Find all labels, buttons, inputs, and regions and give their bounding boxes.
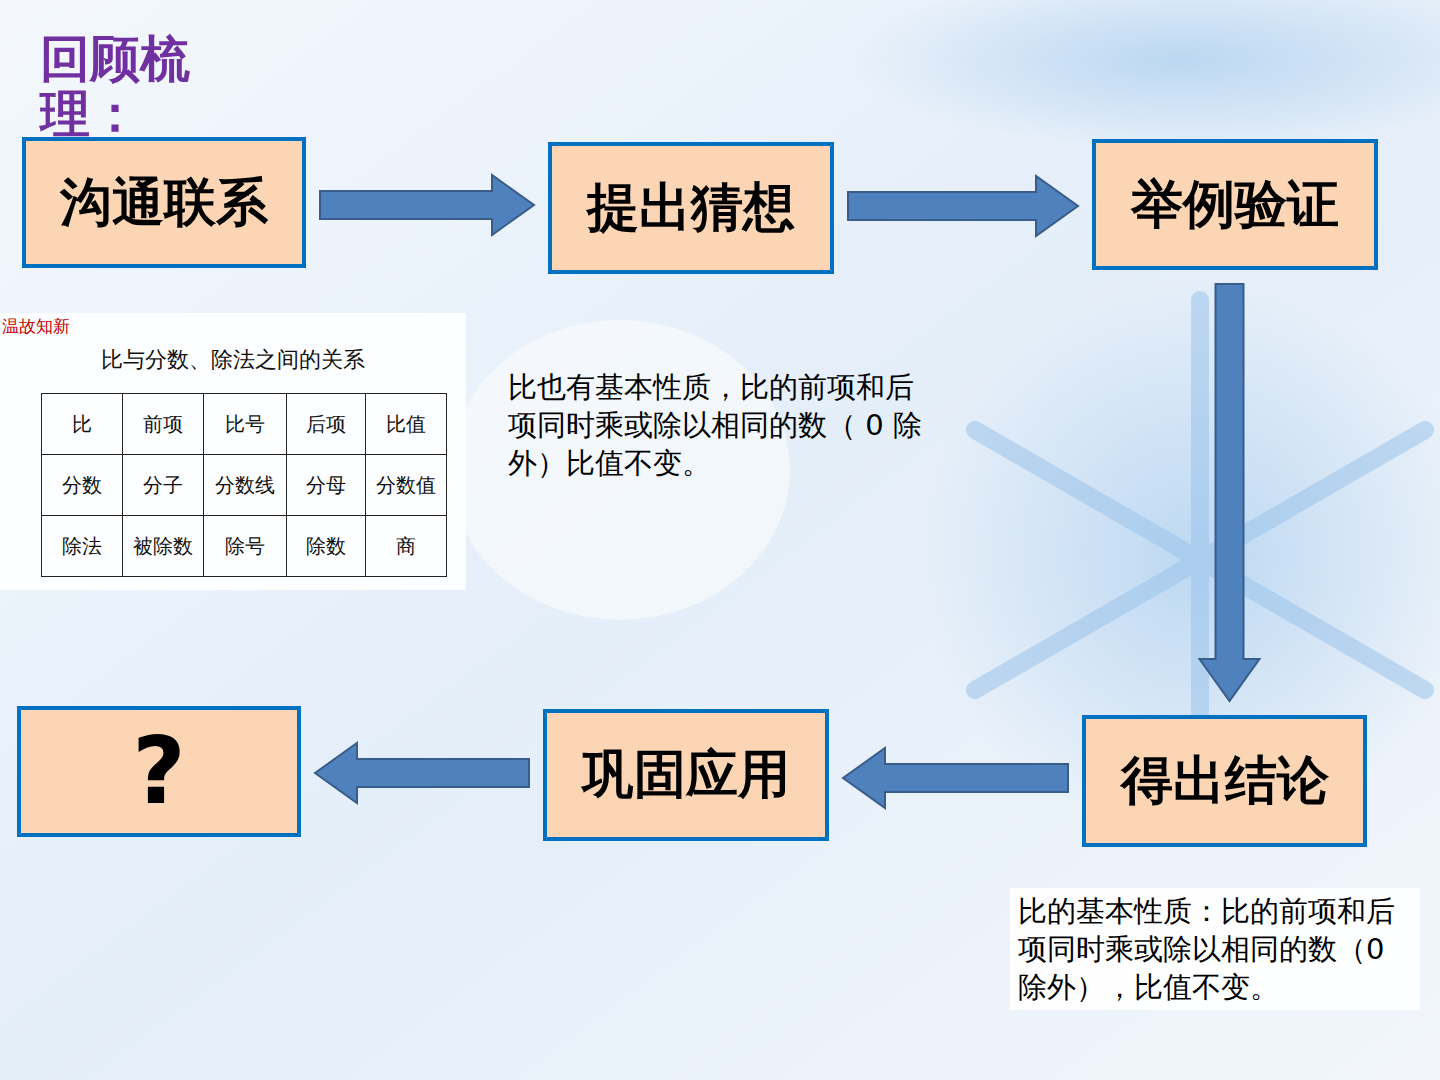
table-row: 除法被除数除号除数商: [42, 516, 447, 577]
box-label: 提出猜想: [587, 173, 795, 243]
table-cell: 分数: [42, 455, 123, 516]
process-box: ?: [17, 706, 301, 837]
table-cell: 分数值: [366, 455, 447, 516]
table-cell: 除号: [204, 516, 287, 577]
box-label: 得出结论: [1121, 746, 1329, 816]
table-cell: 后项: [287, 394, 366, 455]
panel-tag: 温故知新: [2, 315, 70, 338]
block-arrow: [848, 176, 1078, 236]
slide-title: 回顾梳理：: [40, 32, 270, 142]
block-arrow: [843, 748, 1068, 808]
table-cell: 除法: [42, 516, 123, 577]
table-cell: 分数线: [204, 455, 287, 516]
process-box: 得出结论: [1082, 715, 1367, 847]
table-cell: 比号: [204, 394, 287, 455]
block-arrow: [1200, 284, 1260, 701]
process-box: 提出猜想: [548, 142, 834, 274]
table-cell: 分母: [287, 455, 366, 516]
relation-table: 比前项比号后项比值分数分子分数线分母分数值除法被除数除号除数商: [41, 393, 447, 577]
process-box: 沟通联系: [22, 137, 306, 268]
box-label: ?: [132, 718, 185, 825]
process-box: 举例验证: [1092, 139, 1378, 270]
table-cell: 被除数: [123, 516, 204, 577]
table-row: 比前项比号后项比值: [42, 394, 447, 455]
table-cell: 比值: [366, 394, 447, 455]
table-cell: 分子: [123, 455, 204, 516]
review-panel: 温故知新 比与分数、除法之间的关系 比前项比号后项比值分数分子分数线分母分数值除…: [0, 313, 466, 590]
table-row: 分数分子分数线分母分数值: [42, 455, 447, 516]
block-arrow: [315, 743, 529, 803]
note-text: 比也有基本性质，比的前项和后项同时乘或除以相同的数（ 0 除外）比值不变。: [508, 368, 928, 482]
table-cell: 比: [42, 394, 123, 455]
block-arrow: [320, 175, 534, 235]
box-label: 举例验证: [1131, 170, 1339, 240]
process-box: 巩固应用: [543, 709, 829, 841]
note-text: 比的基本性质：比的前项和后项同时乘或除以相同的数（0除外），比值不变。: [1010, 888, 1420, 1010]
table-heading: 比与分数、除法之间的关系: [0, 345, 466, 375]
box-label: 巩固应用: [582, 740, 790, 810]
table-cell: 除数: [287, 516, 366, 577]
box-label: 沟通联系: [60, 168, 268, 238]
table-cell: 前项: [123, 394, 204, 455]
glow: [850, 0, 1440, 150]
table-cell: 商: [366, 516, 447, 577]
